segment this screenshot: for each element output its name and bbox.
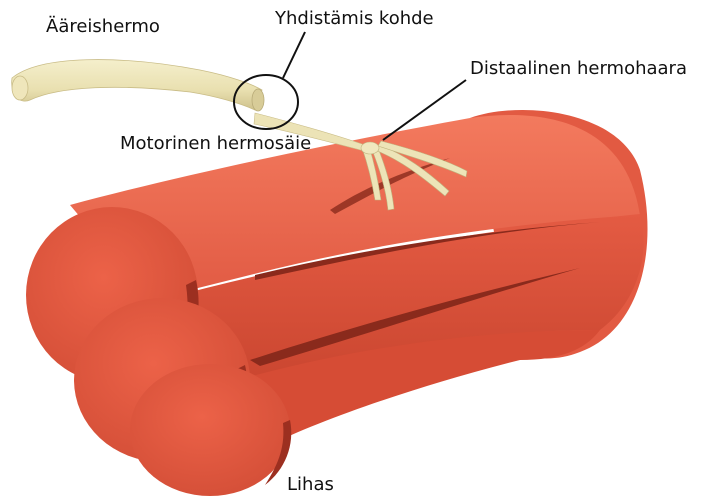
label-junction-site: Yhdistämis kohde — [275, 10, 434, 28]
peripheral-nerve-cut-end — [252, 89, 264, 111]
peripheral-nerve-start-end — [12, 76, 28, 100]
junction-leader-line — [283, 32, 305, 78]
muscle-body — [26, 110, 648, 496]
label-peripheral-nerve: Ääreishermo — [46, 18, 160, 36]
fascicle-end-lower — [130, 364, 290, 496]
label-motor-fiber: Motorinen hermosäie — [120, 135, 311, 153]
peripheral-nerve-trunk — [12, 60, 262, 110]
label-distal-branch: Distaalinen hermohaara — [470, 60, 687, 78]
label-muscle: Lihas — [287, 476, 334, 494]
nerve-junction-knot — [361, 142, 379, 154]
